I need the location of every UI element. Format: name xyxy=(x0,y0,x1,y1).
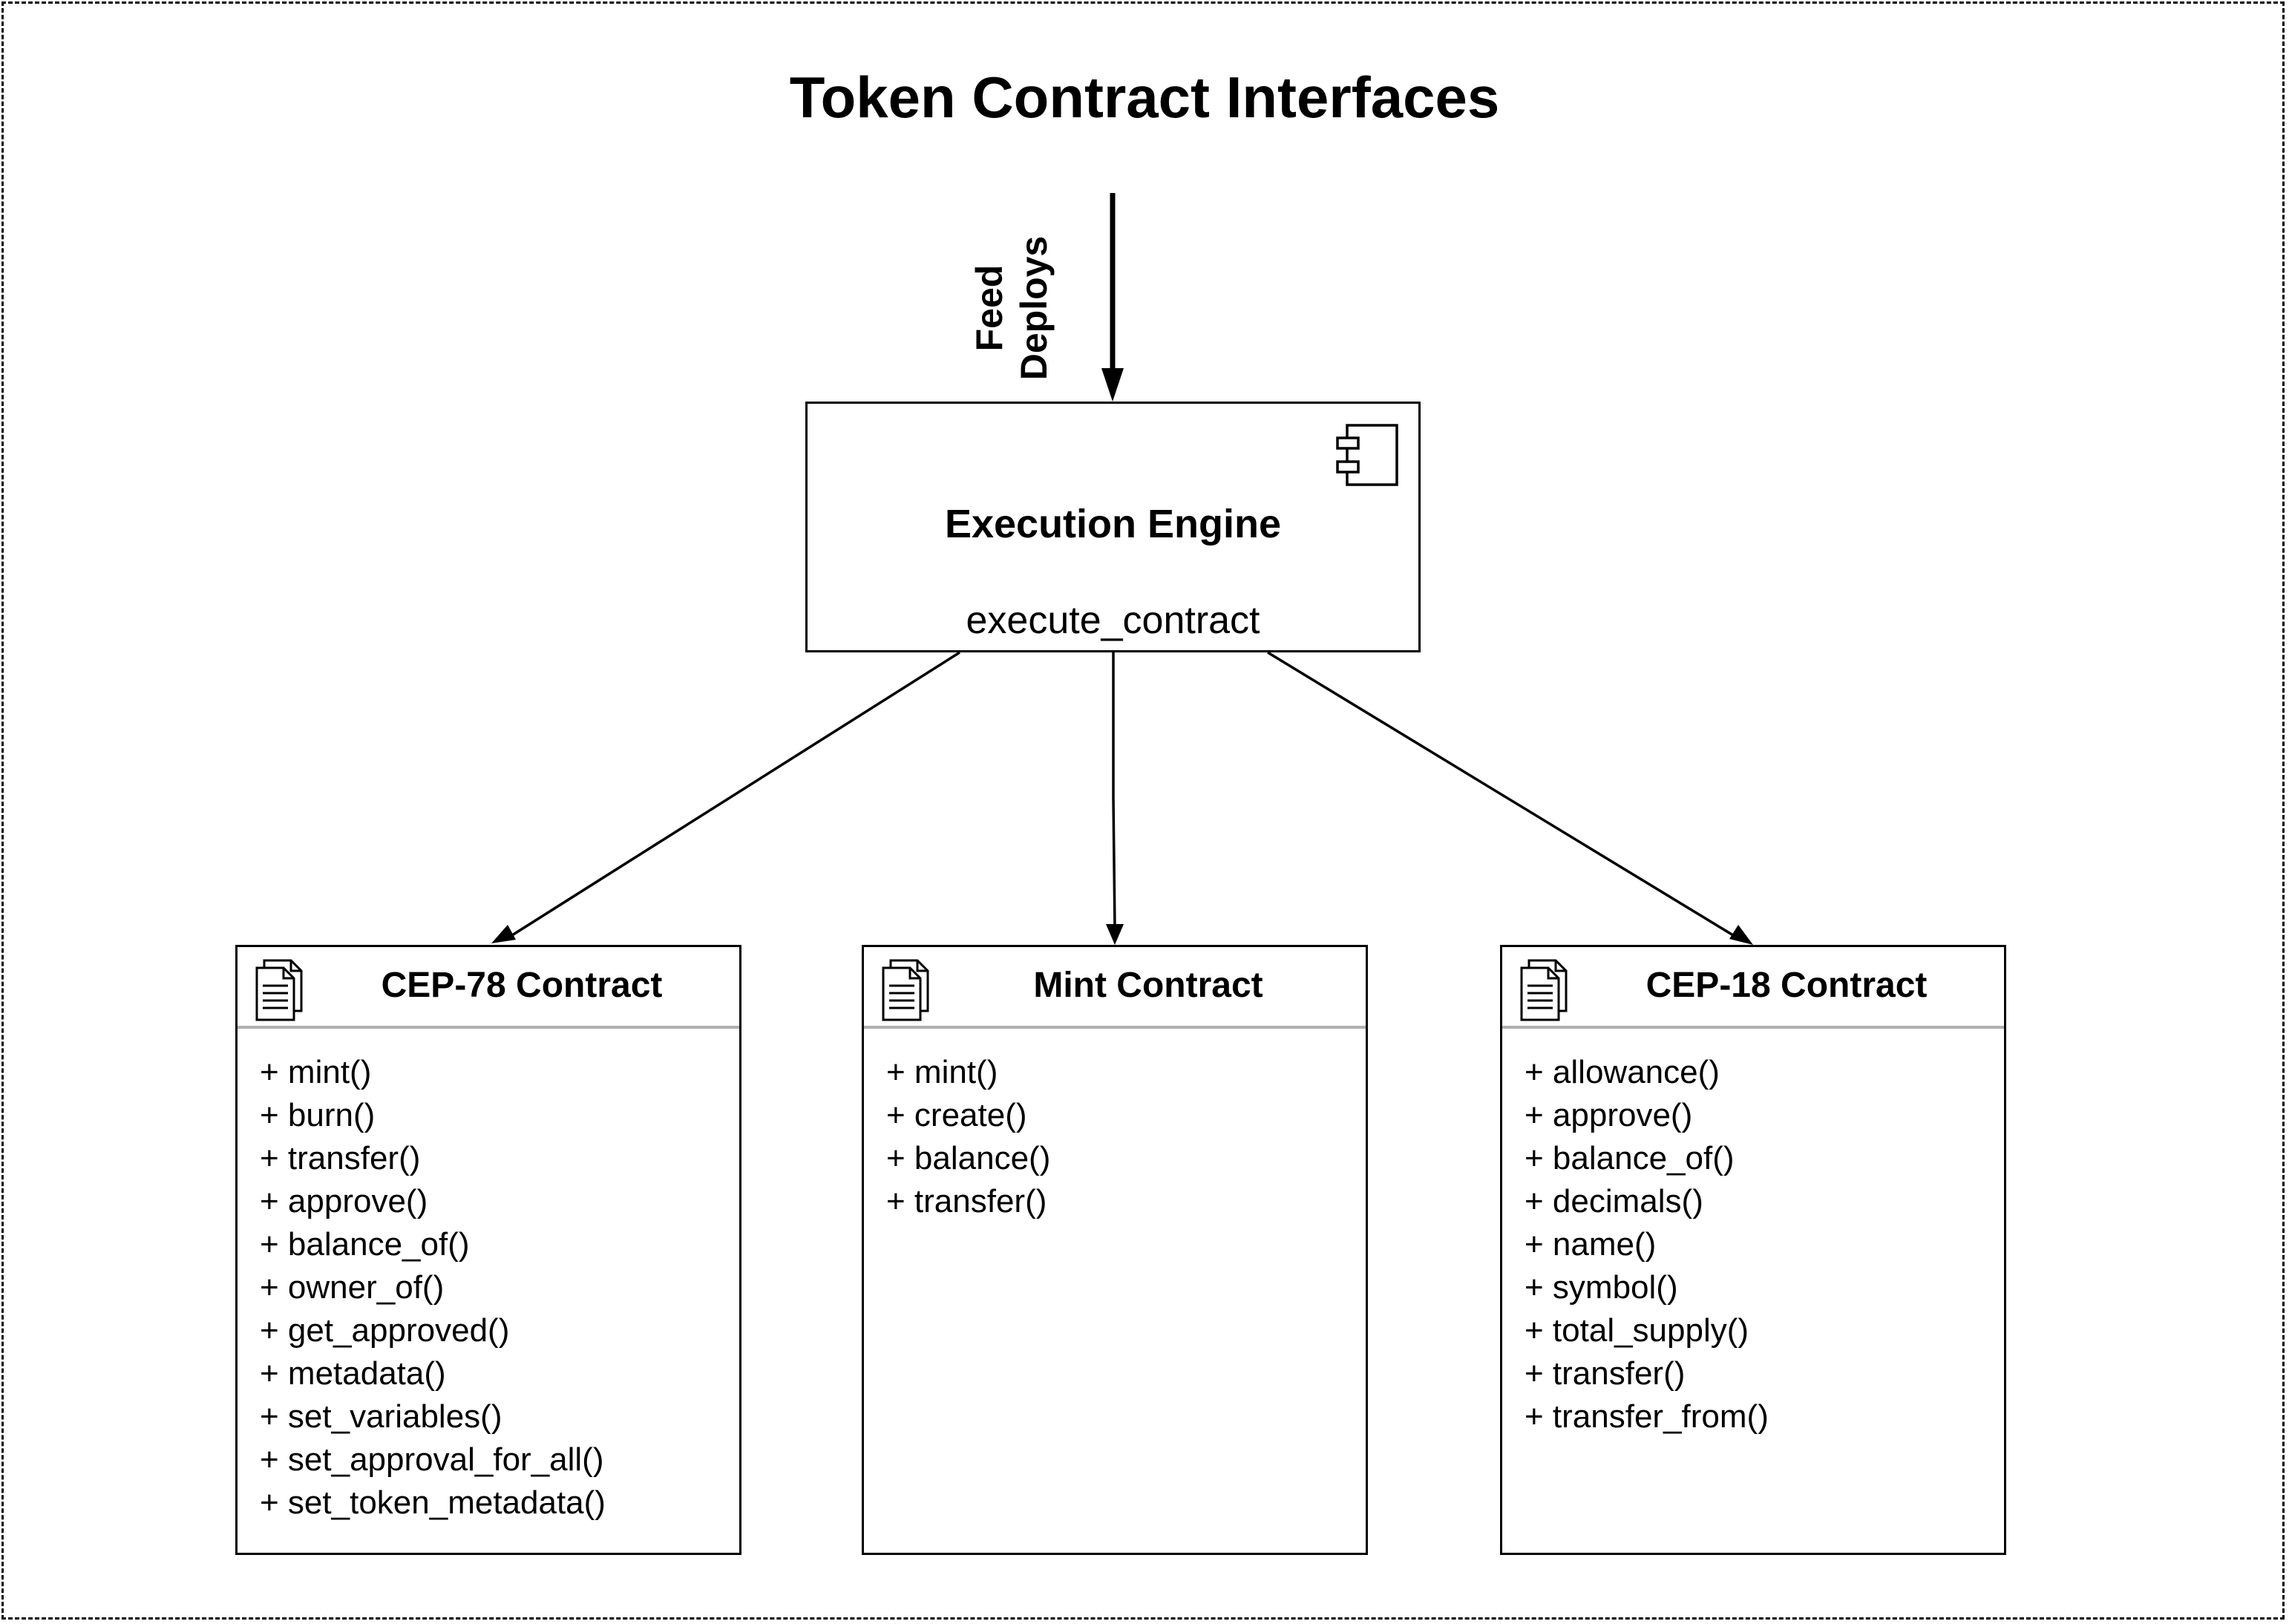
contract-header: CEP-18 Contract xyxy=(1502,947,2004,1029)
operation-item: transfer() xyxy=(1525,1352,1769,1395)
operation-item: decimals() xyxy=(1525,1180,1769,1223)
feed-deploys-label: Feed Deploys xyxy=(967,223,1064,393)
execution-engine-name: Execution Engine xyxy=(944,502,1282,546)
operation-item: name() xyxy=(1525,1223,1769,1266)
contract-header: CEP-78 Contract xyxy=(238,947,739,1029)
execution-engine-operation: execute_contract xyxy=(966,599,1260,642)
diagram-title: Token Contract Interfaces xyxy=(789,65,1500,130)
component-icon xyxy=(1336,424,1398,486)
operation-item: balance_of() xyxy=(1525,1137,1769,1180)
operation-list: mint() create() balance() transfer() xyxy=(886,1051,1050,1223)
document-icon xyxy=(1520,959,1568,1021)
operation-item: set_variables() xyxy=(260,1395,606,1438)
operation-item: total_supply() xyxy=(1525,1309,1769,1352)
operation-item: approve() xyxy=(1525,1094,1769,1137)
contract-header: Mint Contract xyxy=(864,947,1366,1029)
operation-item: mint() xyxy=(886,1051,1050,1094)
operation-item: metadata() xyxy=(260,1352,606,1395)
contract-title: CEP-18 Contract xyxy=(1645,966,1928,1005)
operation-list: mint() burn() transfer() approve() balan… xyxy=(260,1051,606,1525)
operation-item: transfer() xyxy=(260,1137,606,1180)
operation-item: mint() xyxy=(260,1051,606,1094)
document-icon xyxy=(255,959,303,1021)
operation-item: create() xyxy=(886,1094,1050,1137)
operation-item: get_approved() xyxy=(260,1309,606,1352)
feed-deploys-label-line: Deploys xyxy=(1013,235,1055,381)
feed-deploys-label-line: Feed xyxy=(969,264,1010,352)
operation-item: balance() xyxy=(886,1137,1050,1180)
contract-title: Mint Contract xyxy=(1033,966,1263,1005)
document-icon xyxy=(882,959,929,1021)
operation-item: balance_of() xyxy=(260,1223,606,1266)
contract-cep18[interactable]: CEP-18 Contract allowance() approve() ba… xyxy=(1500,945,2006,1555)
operation-item: set_token_metadata() xyxy=(260,1481,606,1525)
operation-item: approve() xyxy=(260,1180,606,1223)
operation-item: transfer_from() xyxy=(1525,1395,1769,1438)
operation-item: set_approval_for_all() xyxy=(260,1438,606,1481)
operation-item: transfer() xyxy=(886,1180,1050,1223)
operation-item: burn() xyxy=(260,1094,606,1137)
contract-cep78[interactable]: CEP-78 Contract mint() burn() transfer()… xyxy=(235,945,741,1555)
execution-engine-component[interactable]: Execution Engine execute_contract xyxy=(805,402,1421,652)
operation-list: allowance() approve() balance_of() decim… xyxy=(1525,1051,1769,1438)
operation-item: owner_of() xyxy=(260,1266,606,1309)
operation-item: symbol() xyxy=(1525,1266,1769,1309)
operation-item: allowance() xyxy=(1525,1051,1769,1094)
contract-title: CEP-78 Contract xyxy=(381,966,663,1005)
contract-mint[interactable]: Mint Contract mint() create() balance() … xyxy=(862,945,1368,1555)
